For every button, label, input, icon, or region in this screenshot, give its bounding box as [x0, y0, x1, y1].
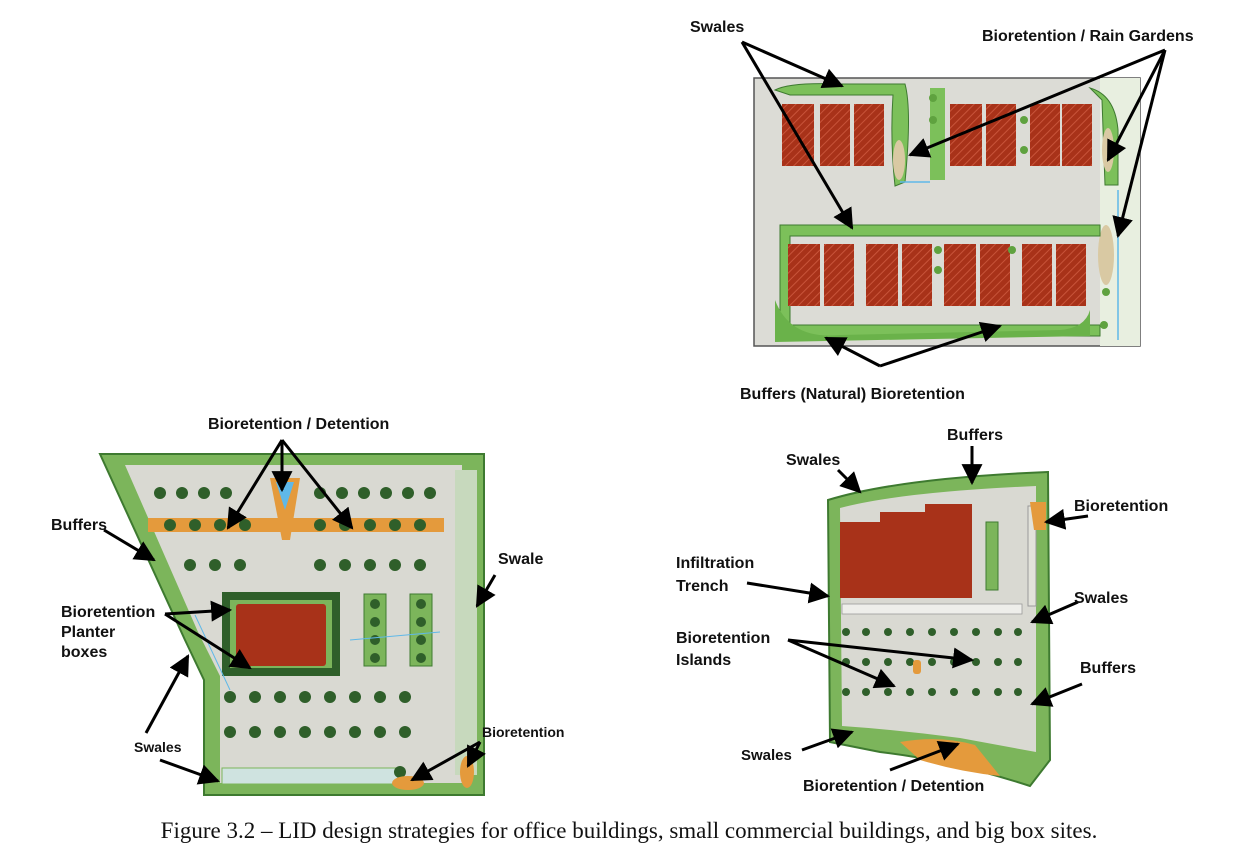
rain-garden — [893, 140, 905, 180]
label-buffers-top: Buffers — [947, 427, 1003, 444]
label-swales: Swales — [134, 739, 182, 755]
label-swales-office: Swales — [690, 19, 744, 36]
rain-garden — [1098, 225, 1114, 285]
building — [820, 104, 850, 166]
label-swale: Swale — [498, 551, 543, 568]
building — [1062, 104, 1092, 166]
swale-top — [773, 83, 909, 187]
office-site-arrows — [740, 40, 1167, 368]
building — [944, 244, 976, 306]
building — [854, 104, 884, 166]
big-box-arrows — [746, 446, 1089, 772]
building — [1056, 244, 1086, 306]
big-box-site-plan — [826, 470, 1052, 788]
label-infiltration-line2: Trench — [676, 578, 728, 595]
bioretention-corner — [1030, 502, 1046, 530]
figure-caption: Figure 3.2 – LID design strategies for o… — [160, 818, 1098, 843]
big-box-building — [840, 504, 972, 598]
bioretention-basin — [392, 776, 424, 790]
label-bioretention-detention-bottom: Bioretention / Detention — [803, 778, 984, 795]
label-islands-line2: Islands — [676, 652, 731, 669]
building — [902, 244, 932, 306]
label-swales-top: Swales — [786, 452, 840, 469]
label-buffers-mid: Buffers — [1080, 660, 1136, 677]
building — [1022, 244, 1052, 306]
label-swales-bottom: Swales — [741, 747, 792, 764]
building — [980, 244, 1010, 306]
label-rain-gardens: Bioretention / Rain Gardens — [982, 28, 1194, 45]
commercial-building — [236, 604, 326, 666]
label-planter-line2: Planter — [61, 624, 115, 641]
label-bioretention: Bioretention — [482, 724, 564, 740]
label-bioretention-right: Bioretention — [1074, 498, 1168, 515]
label-planter-line1: Bioretention — [61, 604, 155, 621]
label-bioretention-detention: Bioretention / Detention — [208, 416, 389, 433]
building — [1030, 104, 1060, 166]
label-swales-mid: Swales — [1074, 590, 1128, 607]
label-buffers: Buffers — [51, 517, 107, 534]
building — [824, 244, 854, 306]
commercial-site-arrows — [103, 439, 497, 785]
building — [788, 244, 820, 306]
label-islands-line1: Bioretention — [676, 630, 770, 647]
label-planter-line3: boxes — [61, 644, 107, 661]
label-natural-buffers: Buffers (Natural) Bioretention — [740, 386, 965, 403]
building — [866, 244, 898, 306]
label-infiltration-line1: Infiltration — [676, 555, 754, 572]
office-site-plan — [753, 77, 1141, 347]
